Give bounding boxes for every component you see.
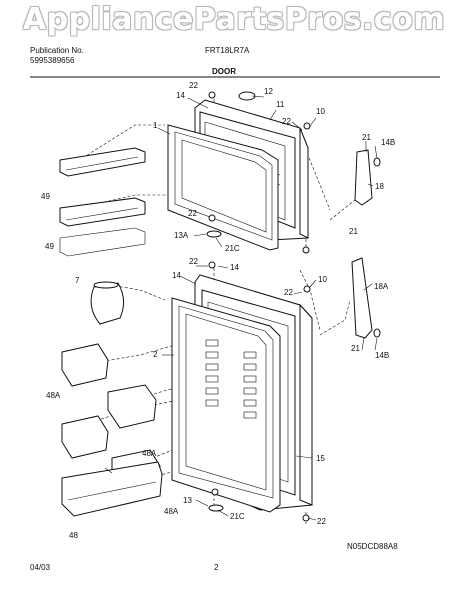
callout: 21 xyxy=(362,133,371,142)
callout: 21 xyxy=(349,227,358,236)
callout: 2 xyxy=(153,350,158,359)
footer-drawing-code: N05DCD88A8 xyxy=(347,542,398,551)
door-gasket-icon xyxy=(167,124,279,251)
callout: 11 xyxy=(276,100,285,109)
callout: 21C xyxy=(230,512,245,521)
leader-lines xyxy=(104,95,378,521)
callout: 14 xyxy=(176,91,185,100)
callout: 22 xyxy=(189,81,198,90)
crisper-icon xyxy=(90,281,124,325)
callout: 22 xyxy=(317,517,326,526)
door-ribs xyxy=(205,339,257,419)
callout: 48A xyxy=(142,449,157,458)
callout: 14 xyxy=(230,263,239,272)
hinge-icon xyxy=(206,91,381,522)
footer-page: 2 xyxy=(214,563,219,572)
callout: 18A xyxy=(374,282,389,291)
callout: 18 xyxy=(375,182,384,191)
callout: 14B xyxy=(375,351,389,360)
section-title: DOOR xyxy=(212,67,236,76)
callout: 13 xyxy=(183,496,192,505)
watermark: AppliancePartsPros.com xyxy=(22,2,446,37)
callout: 22 xyxy=(189,257,198,266)
callout: 48A xyxy=(164,507,179,516)
model-number: FRT18LR7A xyxy=(205,46,250,55)
callout: 22 xyxy=(282,117,291,126)
callout: 21 xyxy=(351,344,360,353)
door-shelf-icon xyxy=(59,147,146,257)
footer-date: 04/03 xyxy=(30,563,51,572)
door-bin-icon xyxy=(61,343,163,517)
callout: 49 xyxy=(45,242,54,251)
callout: 15 xyxy=(316,454,325,463)
callout: 49 xyxy=(41,192,50,201)
callout: 12 xyxy=(264,87,273,96)
callout: 1 xyxy=(153,121,158,130)
callout: 13A xyxy=(174,231,189,240)
callout: 21C xyxy=(225,244,240,253)
callout: 22 xyxy=(188,209,197,218)
callout: 48 xyxy=(69,531,78,540)
callout: 14B xyxy=(381,138,395,147)
callout-labels: 22 12 14 11 10 1 22 21 14B 18 49 49 22 1… xyxy=(41,81,395,540)
publication-number: 5995389656 xyxy=(30,56,75,65)
publication-label: Publication No. xyxy=(30,46,84,55)
callout: 7 xyxy=(75,276,80,285)
callout: 48A xyxy=(46,391,61,400)
callout: 14 xyxy=(172,271,181,280)
callout: 22 xyxy=(284,288,293,297)
door-gasket-icon xyxy=(171,297,281,513)
callout: 10 xyxy=(318,275,327,284)
callout: 10 xyxy=(316,107,325,116)
